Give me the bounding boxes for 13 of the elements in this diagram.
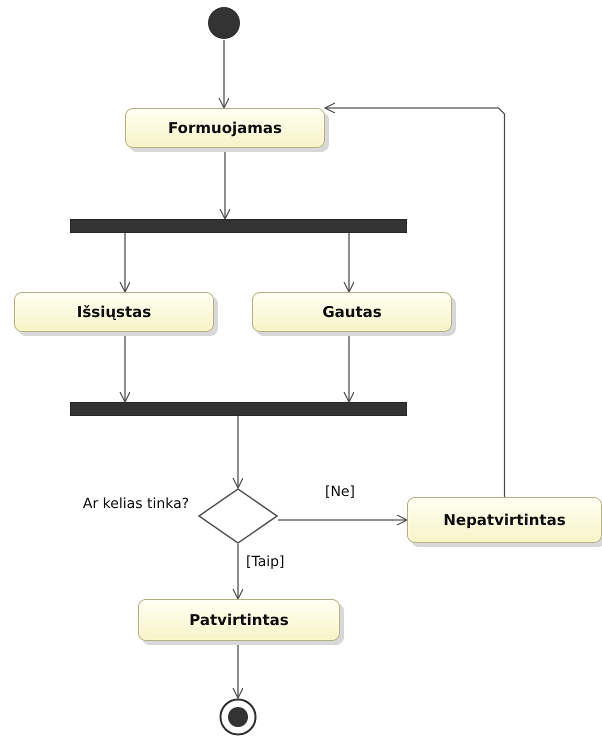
decision-diamond	[198, 488, 278, 544]
fork-bar	[70, 402, 407, 416]
control-flow-arrow	[218, 40, 230, 109]
final-node	[219, 698, 257, 736]
control-flow-arrow	[324, 102, 506, 497]
guard-question: Ar kelias tinka?	[82, 496, 190, 513]
control-flow-arrow	[343, 233, 355, 293]
initial-node	[207, 6, 241, 40]
control-flow-arrow	[119, 233, 131, 293]
control-flow-arrow	[232, 544, 244, 600]
fork-bar	[70, 219, 407, 233]
control-flow-arrow	[278, 514, 408, 526]
control-flow-arrow	[232, 416, 244, 489]
